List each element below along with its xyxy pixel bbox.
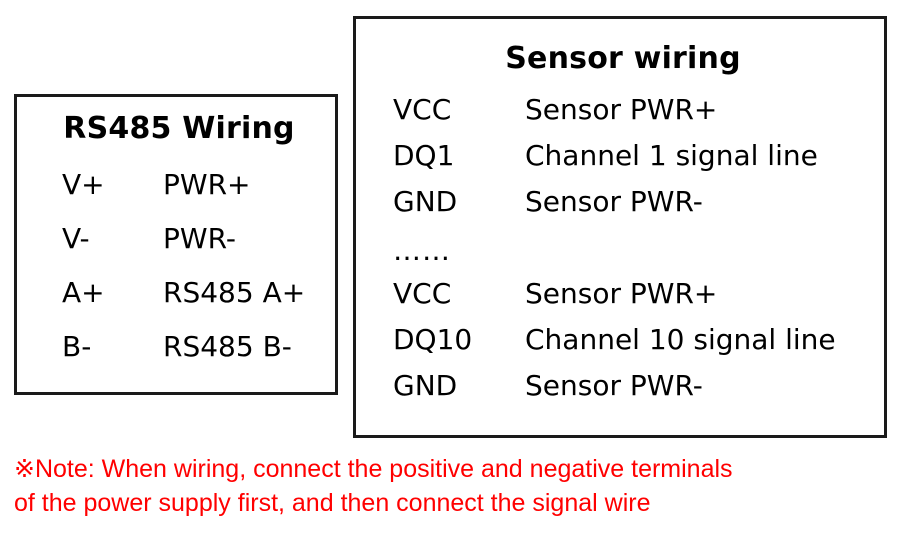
terminal-description: Sensor PWR- [525, 185, 703, 218]
wiring-note-line-1: ※Note: When wiring, connect the positive… [14, 455, 733, 483]
sensor-wiring-rows: VCC Sensor PWR+ DQ1 Channel 1 signal lin… [393, 93, 878, 415]
terminal-label: V+ [62, 168, 105, 201]
rs485-wiring-box: RS485 Wiring V+ PWR+ V- PWR- A+ RS485 A+… [14, 94, 338, 395]
terminal-description: PWR+ [163, 168, 251, 201]
wire-row: B- RS485 B- [62, 330, 327, 384]
wire-row: DQ10 Channel 10 signal line [393, 323, 878, 369]
wire-row: GND Sensor PWR- [393, 369, 878, 415]
continuation-ellipsis: …… [393, 234, 451, 267]
wire-row: GND Sensor PWR- [393, 185, 878, 231]
terminal-label: DQ10 [393, 323, 473, 356]
wiring-note: ※Note: When wiring, connect the positive… [14, 452, 890, 520]
terminal-description: Sensor PWR+ [525, 277, 718, 310]
terminal-label: GND [393, 185, 458, 218]
wire-row: VCC Sensor PWR+ [393, 277, 878, 323]
terminal-label: GND [393, 369, 458, 402]
wire-row: V+ PWR+ [62, 168, 327, 222]
wire-row: A+ RS485 A+ [62, 276, 327, 330]
wire-row: V- PWR- [62, 222, 327, 276]
sensor-wiring-title: Sensor wiring [505, 41, 741, 76]
terminal-label: VCC [393, 93, 452, 126]
terminal-description: PWR- [163, 222, 236, 255]
terminal-label: V- [62, 222, 90, 255]
terminal-label: B- [62, 330, 92, 363]
terminal-label: VCC [393, 277, 452, 310]
terminal-description: Channel 10 signal line [525, 323, 836, 356]
terminal-label: A+ [62, 276, 105, 309]
terminal-description: Channel 1 signal line [525, 139, 818, 172]
rs485-wiring-title: RS485 Wiring [63, 111, 295, 146]
terminal-label: DQ1 [393, 139, 455, 172]
terminal-description: Sensor PWR- [525, 369, 703, 402]
terminal-description: RS485 A+ [163, 276, 306, 309]
terminal-description: Sensor PWR+ [525, 93, 718, 126]
rs485-wiring-rows: V+ PWR+ V- PWR- A+ RS485 A+ B- RS485 B- [62, 168, 327, 384]
wire-row: DQ1 Channel 1 signal line [393, 139, 878, 185]
wire-row: VCC Sensor PWR+ [393, 93, 878, 139]
terminal-description: RS485 B- [163, 330, 292, 363]
wiring-note-line-2: of the power supply first, and then conn… [14, 489, 651, 517]
sensor-wiring-box: Sensor wiring VCC Sensor PWR+ DQ1 Channe… [353, 16, 887, 438]
